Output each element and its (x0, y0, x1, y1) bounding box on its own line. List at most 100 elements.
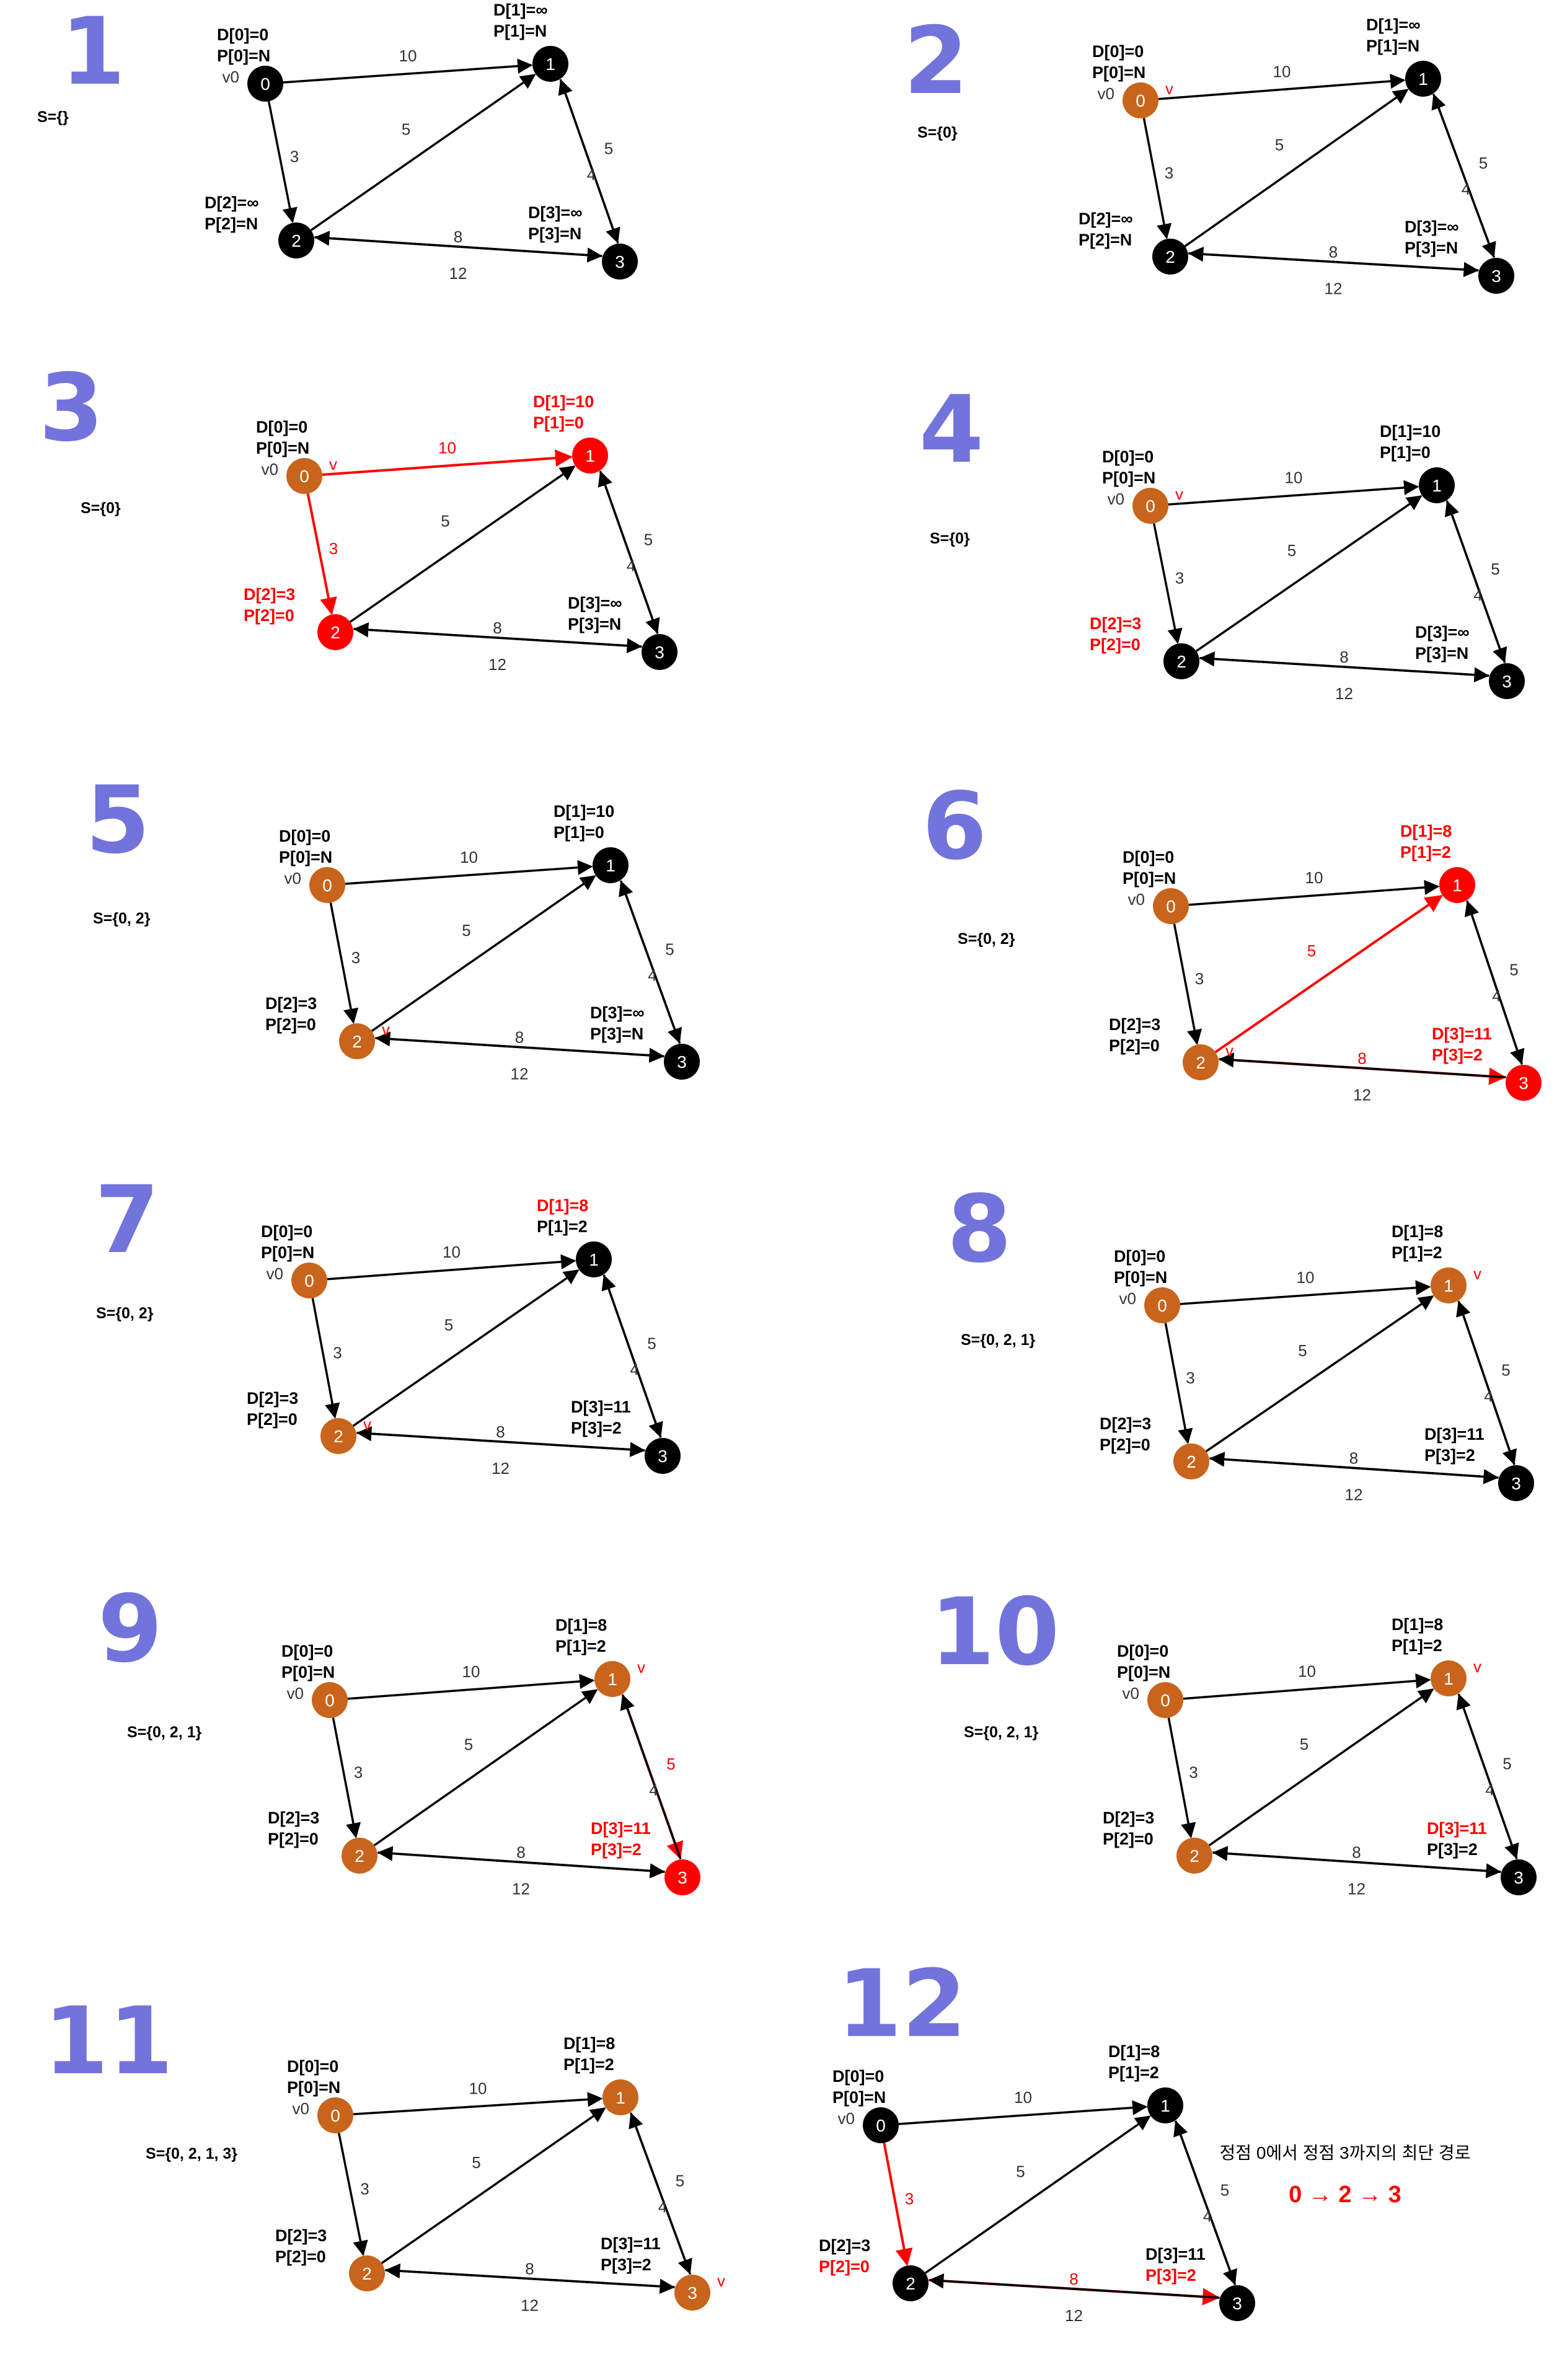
distance-label-1: D[1]=8 (1392, 1615, 1443, 1634)
node-1 (1431, 1267, 1467, 1303)
edge-weight: 12 (449, 264, 467, 283)
edge-2-1 (349, 465, 576, 623)
edge-weight: 4 (658, 2198, 667, 2216)
edge-weight: 5 (665, 940, 674, 959)
edge-2-1 (924, 2115, 1151, 2274)
node-2 (1176, 1838, 1212, 1874)
edge-weight: 5 (604, 139, 613, 158)
edge-3-1 (601, 1274, 662, 1438)
step-panel-9: 9S={0, 2, 1}1035548120123v0vD[0]=0P[0]=N… (98, 1576, 700, 1898)
edge-weight: 3 (1186, 1368, 1194, 1387)
distance-label-0: D[0]=0 (279, 827, 330, 845)
edge-0-2 (1167, 1717, 1196, 1838)
node-id: 3 (655, 643, 664, 662)
edge-0-2 (1142, 118, 1172, 239)
node-2 (1163, 643, 1199, 679)
node-1 (593, 847, 629, 883)
node-0 (291, 1263, 327, 1298)
distance-label-2: D[2]=3 (1100, 1414, 1151, 1433)
source-label: v0 (293, 2099, 309, 2118)
edge-weight: 3 (360, 2180, 369, 2198)
edge-weight: 12 (488, 655, 506, 674)
node-id: 1 (1418, 69, 1428, 89)
distance-label-0: P[0]=N (832, 2088, 886, 2107)
edge-0-2 (337, 2133, 368, 2257)
node-id: 1 (607, 1670, 617, 1689)
edge-weight: 5 (1479, 154, 1488, 172)
node-id: 3 (1514, 1868, 1524, 1887)
node-3 (1498, 1465, 1534, 1501)
source-label: v0 (285, 869, 301, 888)
step-number: 7 (95, 1166, 159, 1274)
distance-label-2: D[2]=3 (1109, 1015, 1160, 1034)
step-number: 10 (930, 1579, 1060, 1686)
edge-0-2 (306, 493, 337, 615)
distance-label-3: D[3]=11 (601, 2234, 661, 2253)
node-id: 3 (1511, 1474, 1521, 1493)
edge-2-1 (371, 875, 596, 1032)
edge-3-1 (1464, 900, 1524, 1065)
edge-weight: 5 (1501, 1361, 1510, 1380)
node-0 (247, 66, 283, 102)
edge-weight: 3 (1195, 969, 1204, 988)
distance-label-3: D[3]=∞ (528, 203, 583, 222)
distance-label-3: D[3]=11 (571, 1398, 631, 1416)
edge-3-1 (1456, 1693, 1518, 1859)
distance-label-1: D[1]=∞ (493, 1, 548, 19)
edge-weight: 10 (443, 1243, 461, 1261)
node-2 (1183, 1044, 1219, 1080)
edge-weight: 8 (1357, 1049, 1366, 1068)
distance-label-0: P[0]=N (256, 439, 309, 457)
node-id: 0 (1145, 496, 1155, 516)
node-id: 0 (330, 2106, 340, 2125)
distance-label-1: P[1]=2 (563, 2055, 614, 2074)
edge-weight: 8 (1069, 2270, 1078, 2288)
node-id: 1 (545, 55, 555, 74)
edge-3-1 (558, 79, 619, 244)
node-id: 2 (362, 2264, 372, 2283)
edge-weight: 10 (469, 2079, 487, 2098)
node-id: 1 (606, 856, 616, 875)
node-id: 1 (589, 1250, 599, 1269)
step-number: 1 (61, 0, 125, 106)
edge-weight: 12 (1348, 1880, 1366, 1898)
node-0 (1144, 1287, 1180, 1323)
distance-label-1: D[1]=8 (563, 2034, 615, 2053)
distance-label-3: D[3]=∞ (590, 1003, 645, 1022)
node-id: 0 (876, 2116, 886, 2135)
node-2 (317, 614, 353, 650)
node-id: 0 (299, 467, 309, 486)
node-id: 3 (1491, 267, 1501, 286)
distance-label-0: P[0]=N (1102, 469, 1155, 487)
edge-3-1 (598, 470, 659, 634)
node-3 (642, 634, 677, 670)
node-id: 2 (333, 1427, 343, 1446)
edge-0-1 (322, 449, 573, 476)
edge-weight: 10 (462, 1662, 480, 1681)
step-number: 3 (39, 355, 104, 462)
node-0 (1132, 488, 1168, 524)
node-id: 0 (1160, 1691, 1170, 1710)
edge-weight: 8 (515, 1028, 524, 1047)
node-id: 3 (1232, 2294, 1242, 2313)
node-2 (339, 1023, 375, 1059)
source-label: v0 (1119, 1289, 1136, 1308)
edge-weight: 3 (351, 948, 360, 967)
step-number: 11 (44, 1988, 174, 2096)
distance-label-1: D[1]=10 (1380, 422, 1441, 441)
conclusion-caption: 정점 0에서 정점 3까지의 최단 경로 (1220, 2143, 1471, 2162)
edge-0-2 (311, 1298, 340, 1419)
node-3 (674, 2275, 710, 2311)
distance-label-0: D[0]=0 (1102, 447, 1154, 466)
edge-weight: 5 (1220, 2181, 1229, 2200)
edge-3-1 (1431, 94, 1496, 258)
distance-label-1: P[1]=0 (1380, 443, 1431, 462)
node-0 (1153, 888, 1189, 924)
node-3 (1489, 663, 1525, 699)
node-id: 2 (1165, 247, 1175, 267)
edge-weight: 5 (676, 2172, 684, 2190)
edge-weight: 10 (460, 848, 478, 866)
node-0 (1147, 1682, 1183, 1718)
visited-set-label: S={0, 2} (93, 910, 151, 927)
visited-set-label: S={0} (917, 124, 958, 141)
